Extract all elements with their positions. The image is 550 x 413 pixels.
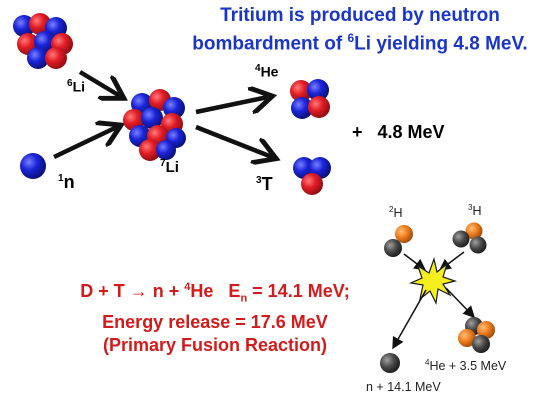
arrow-d-in (403, 253, 427, 271)
fusion-flash-icon (408, 256, 458, 305)
neutron-particle (20, 153, 46, 179)
neutron-energy-label: n + 14.1 MeV (366, 380, 441, 394)
arrow-li7-to-t3 (195, 124, 272, 157)
li6-nucleus (13, 13, 73, 69)
h2-label: 2H (389, 205, 403, 221)
arrow-li6-to-li7 (78, 70, 120, 96)
he4-label: 4He (255, 63, 279, 80)
t3-label: 3T (256, 174, 273, 194)
he-energy-label: 4He + 3.5 MeV (425, 358, 507, 374)
deuterium-nucleus (384, 225, 413, 257)
reaction-text: D + T → n + 4He En = 14.1 MeV; Energy re… (0, 276, 430, 357)
fusion-helium (458, 317, 495, 353)
arrow-he-out (445, 287, 476, 319)
reaction-line-1: D + T → n + 4He En = 14.1 MeV; (80, 281, 350, 305)
arrow-n-to-li7 (53, 127, 117, 160)
li7-nucleus (123, 89, 186, 161)
fusion-neutron (380, 353, 400, 373)
slide-title: Tritium is produced by neutron bombardme… (170, 4, 550, 55)
arrow-neutron-out (392, 289, 427, 350)
li6-label: 6Li (67, 78, 86, 95)
reaction-line-2: Energy release = 17.6 MeV (102, 311, 328, 332)
arrow-li7-to-he4 (195, 97, 268, 115)
title-line-1: Tritium is produced by neutron (220, 5, 500, 26)
reaction-line-3: (Primary Fusion Reaction) (102, 334, 328, 355)
tritium-nucleus (293, 157, 331, 195)
h3-label: 3H (468, 203, 482, 219)
energy-label: + 4.8 MeV (352, 122, 445, 142)
neutron-label: 1n (58, 172, 75, 192)
title-line-2: bombardment of 6Li yielding 4.8 MeV. (192, 31, 528, 55)
he4-nucleus (290, 79, 330, 119)
tritium-fusion-nucleus (452, 222, 487, 254)
li7-label: 7Li (160, 158, 179, 176)
